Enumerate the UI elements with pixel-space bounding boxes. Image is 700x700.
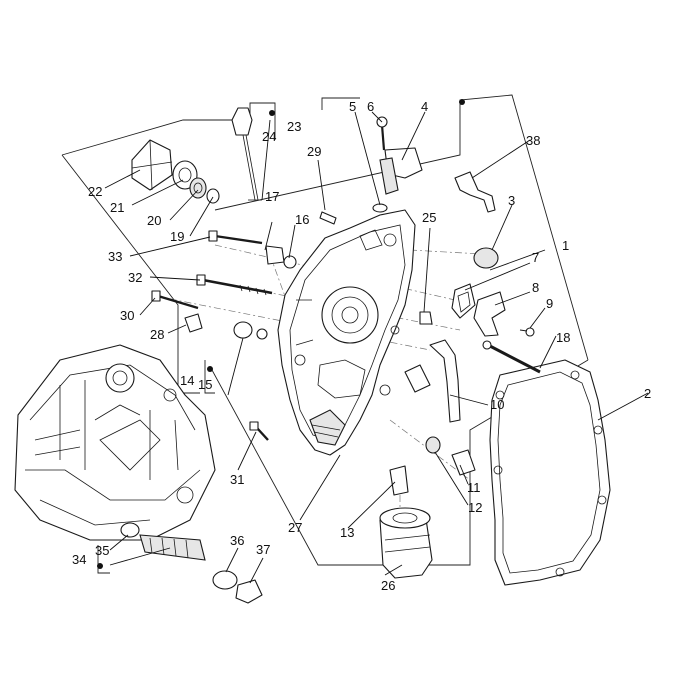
callout-6: 6 [367, 99, 374, 114]
callout-11: 11 [467, 480, 481, 495]
callout-30: 30 [120, 308, 134, 323]
callout-37: 37 [256, 542, 270, 557]
callout-33: 33 [108, 249, 122, 264]
callout-2: 2 [644, 386, 651, 401]
crankcase-cover [277, 209, 416, 456]
small-parts [120, 107, 541, 604]
callout-17: 17 [265, 189, 279, 204]
callout-21: 21 [110, 200, 124, 215]
callout-29: 29 [307, 144, 321, 159]
callout-35: 35 [95, 543, 109, 558]
reference-dots [97, 99, 465, 569]
callout-31: 31 [230, 472, 244, 487]
callout-26: 26 [381, 578, 395, 593]
callout-27: 27 [288, 520, 302, 535]
callout-15: 15 [198, 377, 212, 392]
callout-23: 23 [287, 119, 301, 134]
callout-4: 4 [421, 99, 428, 114]
callout-36: 36 [230, 533, 244, 548]
callout-25: 25 [422, 210, 436, 225]
callout-38: 38 [526, 133, 540, 148]
callout-5: 5 [349, 99, 356, 114]
callout-32: 32 [128, 270, 142, 285]
callout-13: 13 [340, 525, 354, 540]
callout-24: 24 [262, 129, 276, 144]
crankcase-half [14, 344, 216, 541]
callout-16: 16 [295, 212, 309, 227]
callout-10: 10 [490, 397, 504, 412]
callout-12: 12 [468, 500, 482, 515]
callout-18: 18 [556, 330, 570, 345]
callout-7: 7 [532, 250, 539, 265]
callout-14: 14 [180, 373, 194, 388]
callout-9: 9 [546, 296, 553, 311]
callout-22: 22 [88, 184, 102, 199]
callout-20: 20 [147, 213, 161, 228]
callout-labels: 1 2 3 4 5 6 7 8 9 10 11 12 13 14 15 16 1… [72, 99, 651, 593]
callout-1: 1 [562, 238, 569, 253]
callout-8: 8 [532, 280, 539, 295]
callout-34: 34 [72, 552, 86, 567]
callout-28: 28 [150, 327, 164, 342]
cover-gasket [489, 359, 611, 586]
callout-19: 19 [170, 229, 184, 244]
callout-3: 3 [508, 193, 515, 208]
leader-lines [104, 111, 649, 584]
